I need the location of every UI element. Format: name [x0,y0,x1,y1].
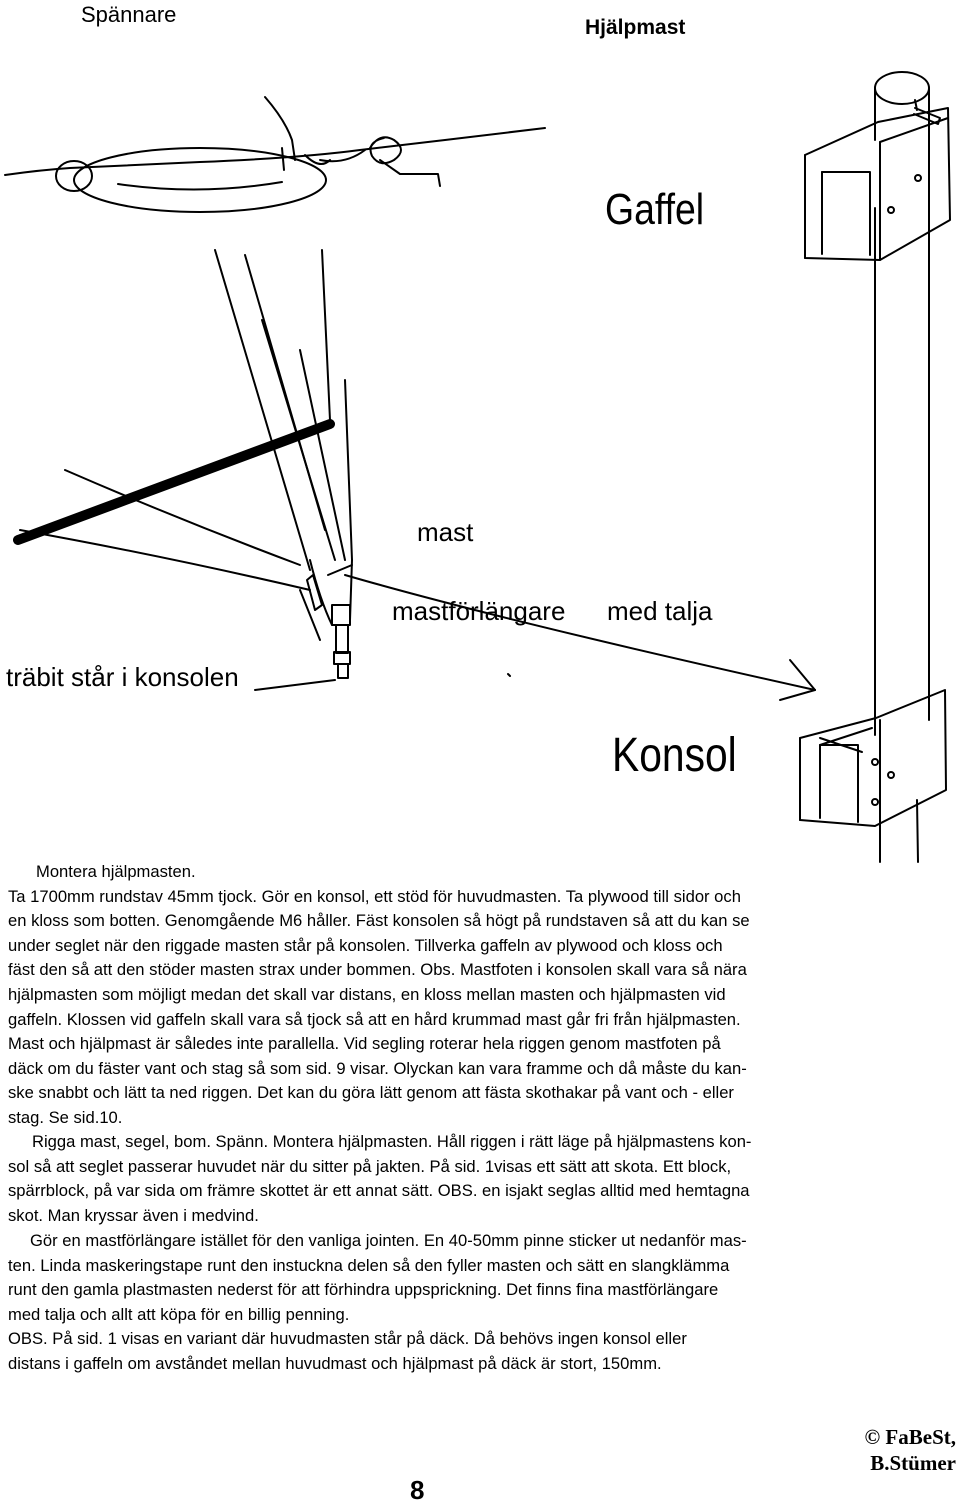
text-line: Rigga mast, segel, bom. Spänn. Montera h… [32,1132,752,1151]
label-gaffel: Gaffel [605,185,705,234]
text-line: Ta 1700mm rundstav 45mm tjock. Gör en ko… [8,886,741,906]
paragraph-1: Montera hjälpmasten. Ta 1700mm rundstav … [8,860,953,1131]
boom [13,419,335,545]
author-credit: © FaBeSt, B.Stümer [836,1424,956,1476]
text-line: spärrblock, på var sida om främre skotte… [8,1181,750,1201]
label-mast: mast [417,517,474,547]
text-line: Gör en mastförlängare istället för den v… [30,1231,747,1250]
text-line: med talja och allt att köpa för en billi… [8,1304,350,1324]
hjalpmast-drawing [799,71,951,863]
label-spannare: Spännare [81,2,177,27]
label-hjalpmast: Hjälpmast [585,16,686,39]
text-line: Mast och hjälpmast är således inte paral… [8,1034,721,1054]
mast-drawing [19,249,353,679]
text-line: däck om du fäster vant och stag så som s… [8,1058,747,1078]
text-line: hjälpmasten som möjligt medan det skall … [8,984,726,1004]
label-trabit: träbit står i konsolen [6,662,239,692]
text-line: gaffeln. Klossen vid gaffeln skall vara … [8,1009,741,1029]
text-line: ten. Linda maskeringstape runt den instu… [8,1255,730,1275]
text-line: sol så att seglet passerar huvudet när d… [8,1156,732,1176]
text-line: distans i gaffeln om avståndet mellan hu… [8,1353,662,1373]
text-line: OBS. På sid. 1 visas en variant där huvu… [8,1329,687,1349]
text-line: under seglet när den riggade masten står… [8,935,723,955]
label-med-talja: med talja [607,596,713,626]
paragraph-2: Rigga mast, segel, bom. Spänn. Montera h… [8,1130,953,1228]
text-line: en kloss som botten. Genomgående M6 håll… [8,911,750,931]
text-line: stag. Se sid.10. [8,1107,123,1127]
label-konsol: Konsol [612,729,737,782]
paragraph-3: Gör en mastförlängare istället för den v… [8,1229,953,1377]
credit-line: B.Stümer [870,1451,956,1475]
label-mastforlangare: mastförlängare [392,596,566,626]
text-line: Montera hjälpmasten. [36,862,196,881]
rig-illustration [4,71,951,863]
text-line: skot. Man kryssar även i medvind. [8,1205,259,1225]
spannare-drawing [4,96,546,213]
credit-line: © FaBeSt, [864,1425,956,1449]
page-number: 8 [410,1475,425,1505]
text-line: fäst den så att den stöder masten strax … [8,960,747,980]
text-line: ske snabbt och lätt ta ned riggen. Det k… [8,1083,734,1103]
pointer-lines [254,574,816,701]
text-line: runt den gamla plastmasten nederst för a… [8,1280,719,1300]
